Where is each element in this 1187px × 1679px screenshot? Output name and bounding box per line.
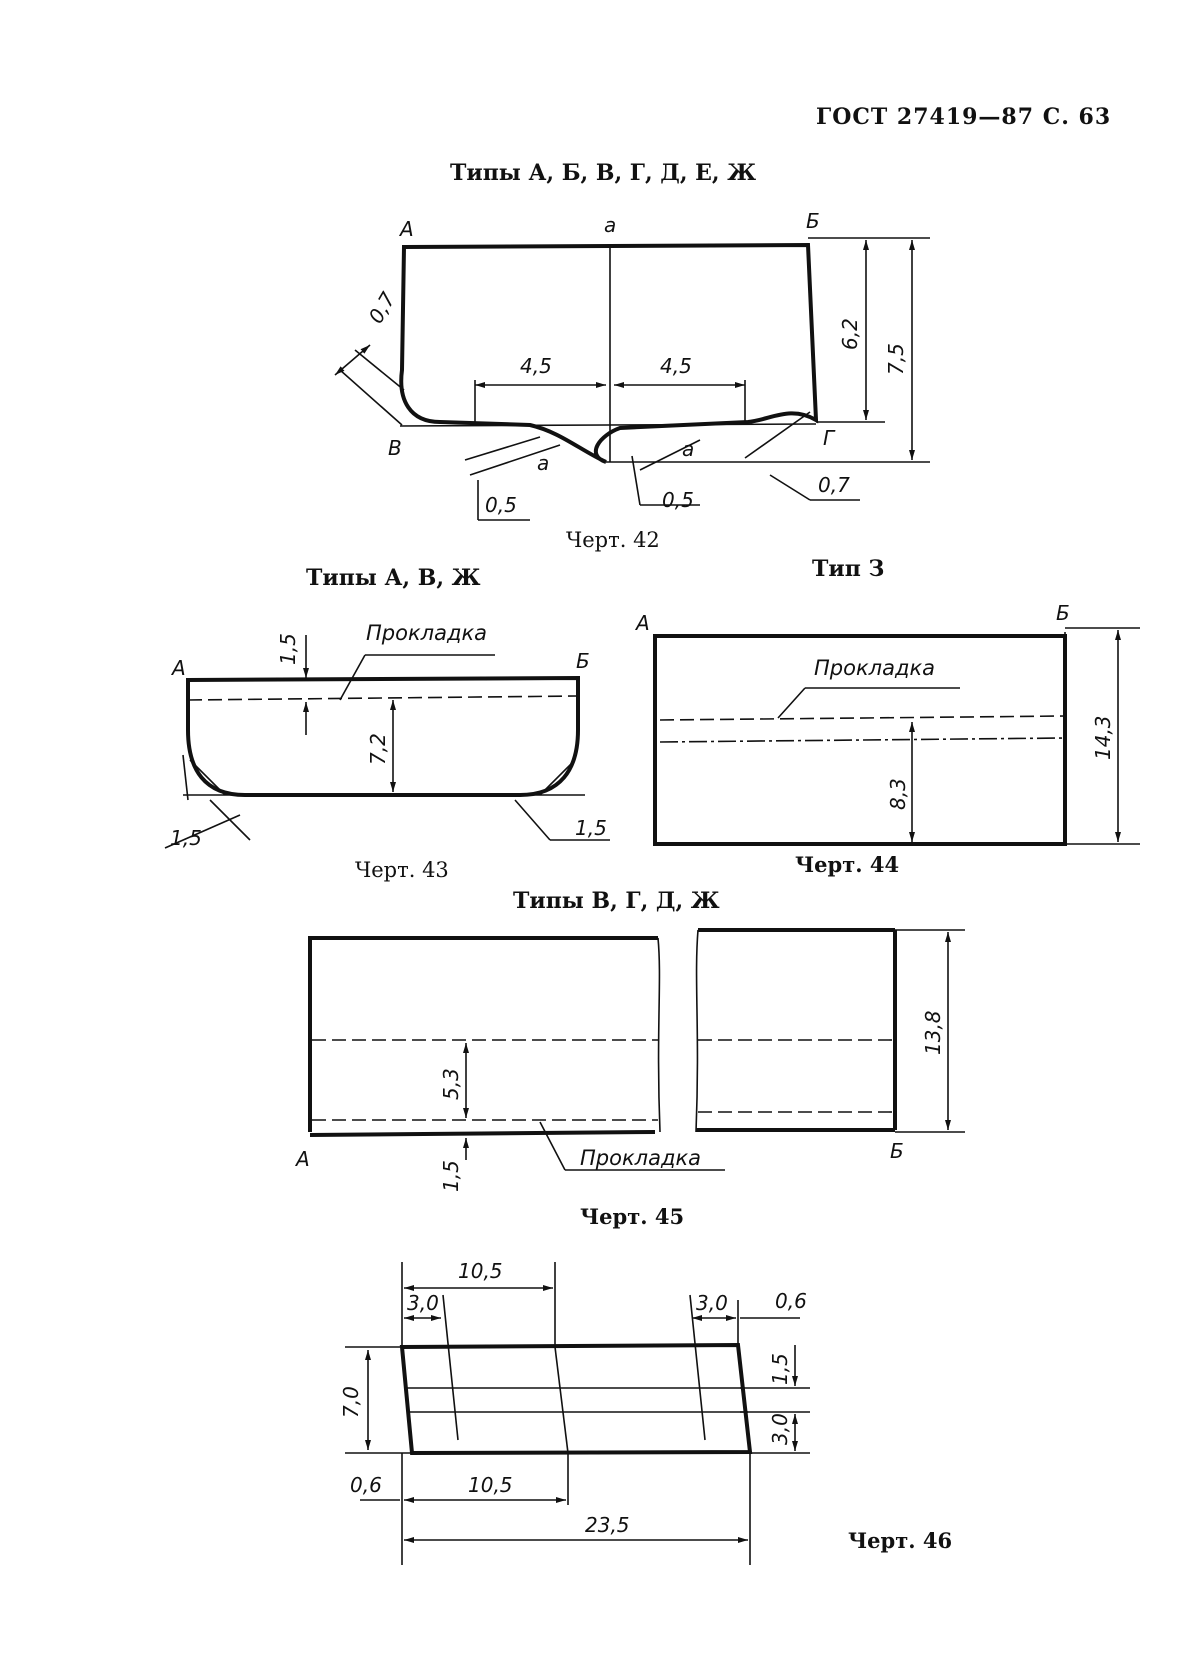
fig46-dim-r-bot: 3,0 [768, 1413, 792, 1445]
fig42-label-V: В [388, 436, 402, 460]
fig44-caption: Черт. 44 [795, 852, 900, 877]
fig44-label-B: Б [1056, 601, 1070, 625]
fig45-label-B: Б [890, 1139, 904, 1163]
fig42-dim-c-right: 0,7 [818, 473, 850, 497]
fig46-dim-r-top: 1,5 [768, 1353, 792, 1385]
fig45-dim-h1: 5,3 [439, 1068, 463, 1100]
fig43-gasket-label: Прокладка [366, 621, 487, 645]
fig46-dim-bot-w: 10,5 [468, 1473, 513, 1497]
fig44-label-A: А [634, 611, 650, 635]
fig46-drawing: 10,5 3,0 3,0 0,6 1,5 3,0 7,0 0,6 10,5 23… [339, 1259, 810, 1565]
fig45-label-A: А [294, 1147, 310, 1171]
fig44-title: Тип З [812, 556, 885, 582]
fig46-caption: Черт. 46 [848, 1528, 953, 1553]
fig43-drawing: А Б Прокладка 1,5 7,2 1,5 1,5 [164, 621, 610, 850]
fig44-drawing: А Б Прокладка 8,3 14,3 [634, 601, 1140, 846]
fig42-dim-h2: 7,5 [884, 343, 908, 375]
fig45-drawing: А Б Прокладка 5,3 1,5 13,8 [294, 928, 965, 1192]
fig42-label-a-top: а [604, 213, 616, 237]
fig44-gasket-label: Прокладка [814, 656, 935, 680]
fig45-dim-h2: 1,5 [439, 1160, 463, 1192]
fig46-dim-bot-l: 0,6 [350, 1473, 382, 1497]
fig45-gasket-label: Прокладка [580, 1146, 701, 1170]
fig42-label-a-right: а [682, 437, 694, 461]
fig43-caption: Черт. 43 [355, 858, 449, 882]
fig42-label-B: Б [806, 209, 820, 233]
fig46-dim-top-w: 10,5 [458, 1259, 503, 1283]
fig45-caption: Черт. 45 [580, 1204, 685, 1229]
fig43-label-B: Б [576, 649, 590, 673]
fig46-dim-total: 23,5 [585, 1513, 630, 1537]
fig42-dim-d-left: 0,5 [485, 493, 517, 517]
fig42-drawing: А Б В Г а а а 4,5 4,5 6,2 7,5 0,7 0,7 0,… [334, 209, 930, 521]
fig46-dim-top-r: 3,0 [696, 1291, 728, 1315]
fig42-label-A: А [398, 217, 414, 241]
fig44-dim-h1: 8,3 [886, 778, 910, 810]
fig42-dim-c-left: 0,7 [364, 288, 401, 328]
fig42-dim-d-right: 0,5 [662, 488, 694, 512]
fig42-label-G: Г [823, 426, 836, 450]
fig42-label-a-left: а [537, 451, 549, 475]
fig46-dim-h: 7,0 [339, 1386, 363, 1418]
fig45-dim-h3: 13,8 [921, 1010, 945, 1055]
fig46-dim-top-l: 3,0 [407, 1291, 439, 1315]
fig42-dim-w-right: 4,5 [660, 354, 692, 378]
fig44-dim-h2: 14,3 [1091, 715, 1115, 760]
fig43-title: Типы А, В, Ж [306, 565, 481, 591]
fig43-dim-c-left: 1,5 [170, 826, 202, 850]
fig43-dim-c-right: 1,5 [575, 816, 607, 840]
fig45-title: Типы В, Г, Д, Ж [513, 888, 720, 914]
fig43-dim-h: 7,2 [366, 733, 390, 765]
page-header: ГОСТ 27419—87 С. 63 [816, 104, 1112, 130]
fig42-dim-h1: 6,2 [838, 318, 862, 350]
fig43-label-A: А [170, 656, 186, 680]
fig42-caption: Черт. 42 [566, 528, 660, 552]
fig42-title: Типы А, Б, В, Г, Д, Е, Ж [450, 160, 757, 186]
fig42-dim-w-left: 4,5 [520, 354, 552, 378]
fig43-dim-top: 1,5 [276, 633, 300, 665]
fig46-dim-top-rr: 0,6 [775, 1289, 807, 1313]
